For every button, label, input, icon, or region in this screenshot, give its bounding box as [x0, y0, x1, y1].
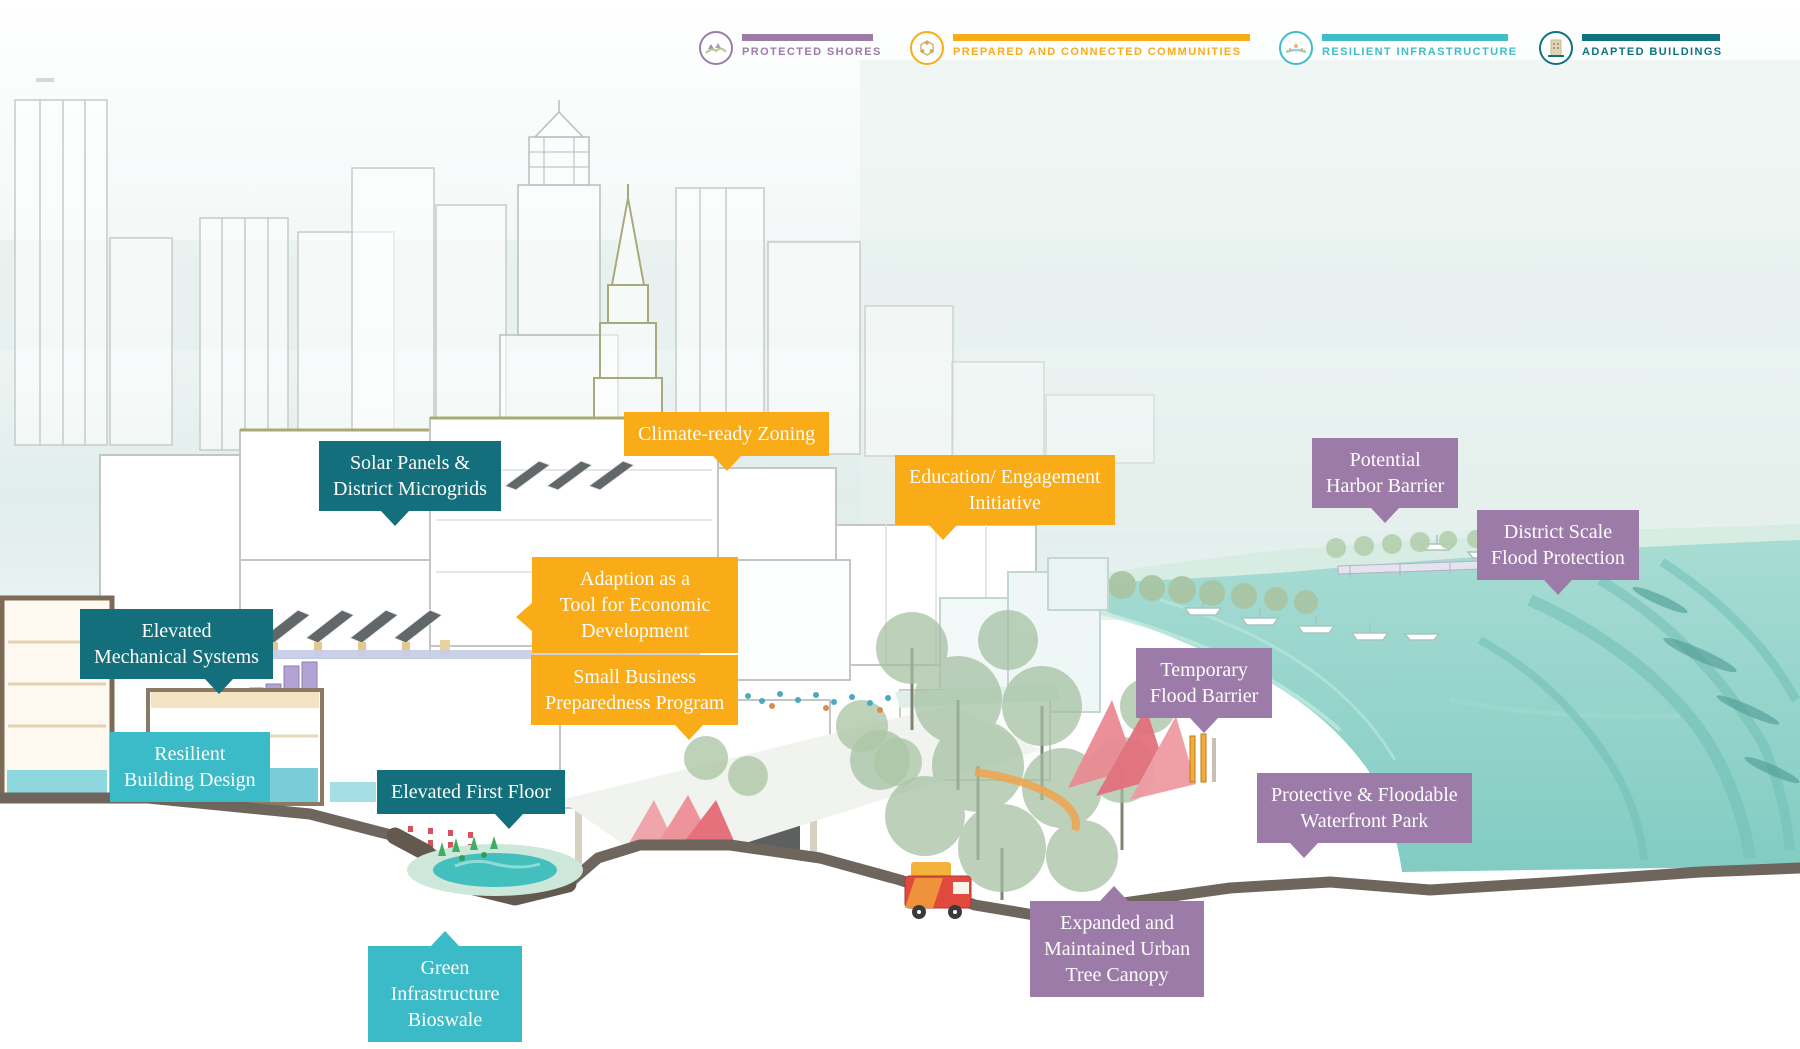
legend-bar	[953, 34, 1250, 41]
community-icon	[910, 31, 944, 65]
callout-resilient-building-design: Resilient Building Design	[110, 732, 270, 802]
callout-protective-floodable-waterfront-park: Protective & Floodable Waterfront Park	[1257, 773, 1472, 858]
waves	[1478, 558, 1800, 861]
callout-elevated-mechanical-systems: Elevated Mechanical Systems	[80, 609, 273, 694]
food-truck	[904, 862, 972, 919]
callout-district-scale-flood-protection: District Scale Flood Protection	[1477, 510, 1639, 595]
boats	[1183, 535, 1546, 641]
legend-item-resilient-infrastructure: RESILIENT INFRASTRUCTURE	[1278, 30, 1518, 66]
legend-label: RESILIENT INFRASTRUCTURE	[1322, 46, 1518, 58]
bioswale-pond	[407, 836, 583, 896]
legend-item-prepared-connected-communities: PREPARED AND CONNECTED COMMUNITIES	[909, 30, 1250, 66]
callout-temporary-flood-barrier: Temporary Flood Barrier	[1136, 648, 1273, 733]
legend-label: PREPARED AND CONNECTED COMMUNITIES	[953, 46, 1242, 58]
legend-label: PROTECTED SHORES	[742, 46, 882, 58]
flood-barrier-posts	[1189, 733, 1216, 783]
callout-green-infrastructure-bioswale: Green Infrastructure Bioswale	[368, 931, 522, 1042]
legend-item-adapted-buildings: ADAPTED BUILDINGS	[1538, 30, 1723, 66]
legend-item-protected-shores: PROTECTED SHORES	[698, 30, 882, 66]
callout-expanded-urban-tree-canopy: Expanded and Maintained Urban Tree Canop…	[1030, 886, 1205, 997]
callout-potential-harbor-barrier: Potential Harbor Barrier	[1312, 438, 1459, 523]
moored-barges	[1632, 586, 1800, 784]
park-trees	[684, 610, 1176, 900]
shore-icon	[699, 31, 733, 65]
callout-solar-panels-district-microgrids: Solar Panels & District Microgrids	[319, 441, 501, 526]
callout-education-engagement-initiative: Education/ Engagement Initiative	[895, 455, 1115, 540]
legend-label: ADAPTED BUILDINGS	[1582, 46, 1723, 58]
callout-small-business-preparedness-program: Small Business Preparedness Program	[531, 655, 739, 740]
buildings-icon	[1539, 31, 1573, 65]
legend-bar	[1322, 34, 1508, 41]
callout-elevated-first-floor: Elevated First Floor	[377, 770, 565, 829]
callout-adaption-economic-development: Adaption as a Tool for Economic Developm…	[516, 557, 738, 653]
legend-bar	[1582, 34, 1720, 41]
callout-climate-ready-zoning: Climate-ready Zoning	[624, 412, 830, 471]
infrastructure-icon	[1279, 31, 1313, 65]
legend-bar	[742, 34, 873, 41]
